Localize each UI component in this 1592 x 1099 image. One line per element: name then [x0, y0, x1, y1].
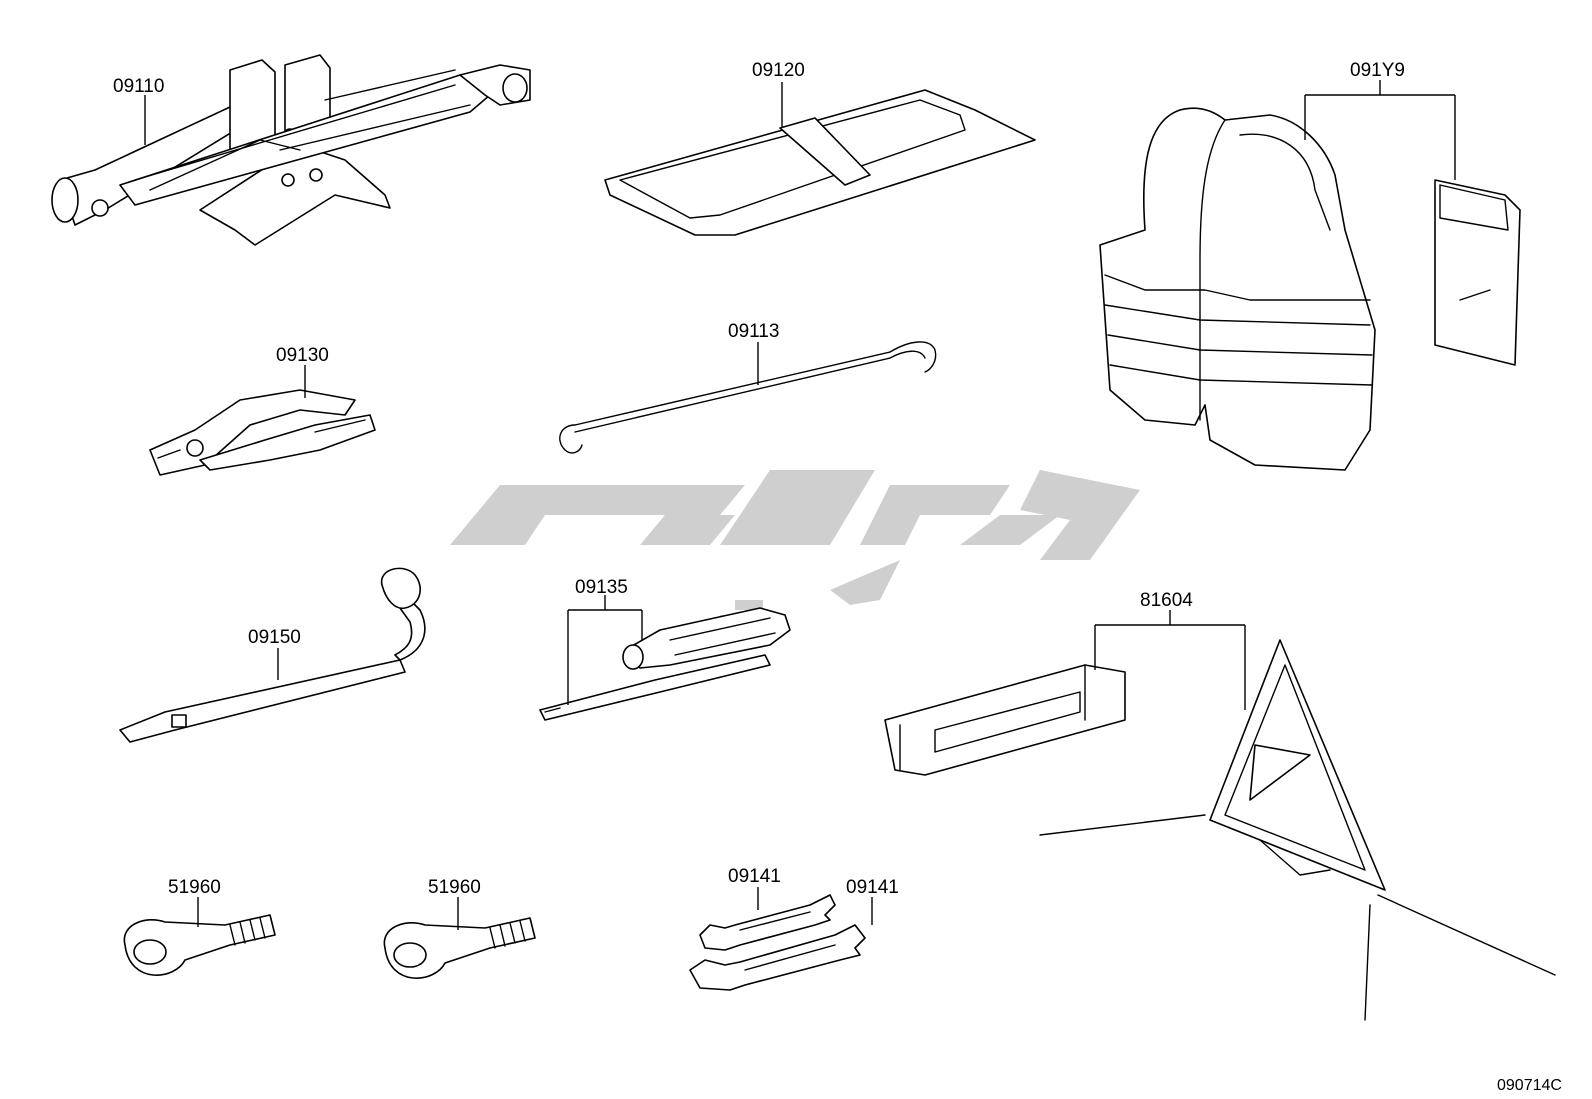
label-wheel-wrench: 09150 [248, 627, 301, 648]
watermark-logo [450, 470, 1140, 625]
label-safety-vest: 091Y9 [1350, 60, 1405, 81]
label-screwdriver: 09135 [575, 577, 628, 598]
wheel-wrench-illustration [119, 567, 426, 743]
warning-triangle-illustration [884, 639, 1556, 1021]
spanner-illustration-1 [699, 894, 836, 951]
label-pliers: 09130 [276, 345, 329, 366]
label-jack-handle: 09113 [728, 321, 779, 342]
pliers-illustration [149, 389, 376, 476]
jack-handle-illustration [559, 341, 937, 454]
towing-eye-illustration-1 [123, 914, 276, 976]
tool-bag-illustration [604, 89, 1036, 236]
safety-vest-illustration [1099, 107, 1521, 471]
label-towing-eye-1: 51960 [168, 877, 221, 898]
towing-eye-illustration-2 [383, 917, 536, 979]
screwdriver-illustration [539, 607, 791, 721]
label-spanner-2: 09141 [846, 877, 899, 898]
figure-code: 090714C [1497, 1077, 1562, 1094]
leader-lines [144, 80, 1456, 930]
scissor-jack-illustration [51, 54, 531, 246]
label-towing-eye-2: 51960 [428, 877, 481, 898]
label-jack: 09110 [113, 76, 164, 97]
label-warning-triangle: 81604 [1140, 590, 1193, 611]
label-tool-bag: 09120 [752, 60, 805, 81]
spanner-illustration-2 [689, 924, 866, 991]
label-spanner-1: 09141 [728, 866, 781, 887]
